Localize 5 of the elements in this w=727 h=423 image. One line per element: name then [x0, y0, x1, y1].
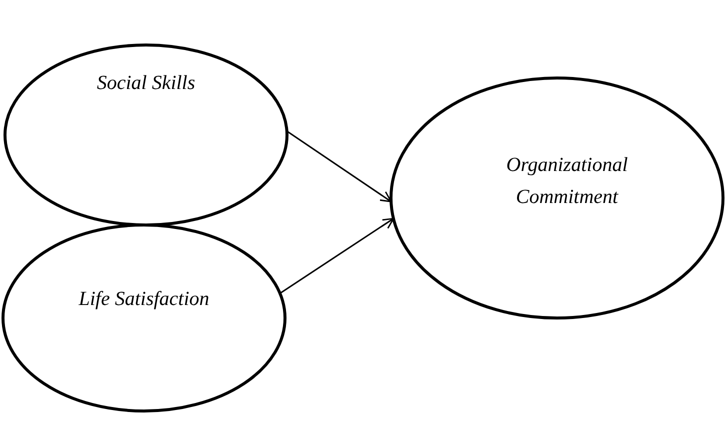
- arrow: [280, 218, 394, 294]
- arrow: [286, 130, 392, 202]
- node-label: Social Skills: [96, 71, 196, 96]
- node-label: Life Satisfaction: [78, 287, 210, 312]
- node-label: Organizational Commitment: [505, 153, 629, 210]
